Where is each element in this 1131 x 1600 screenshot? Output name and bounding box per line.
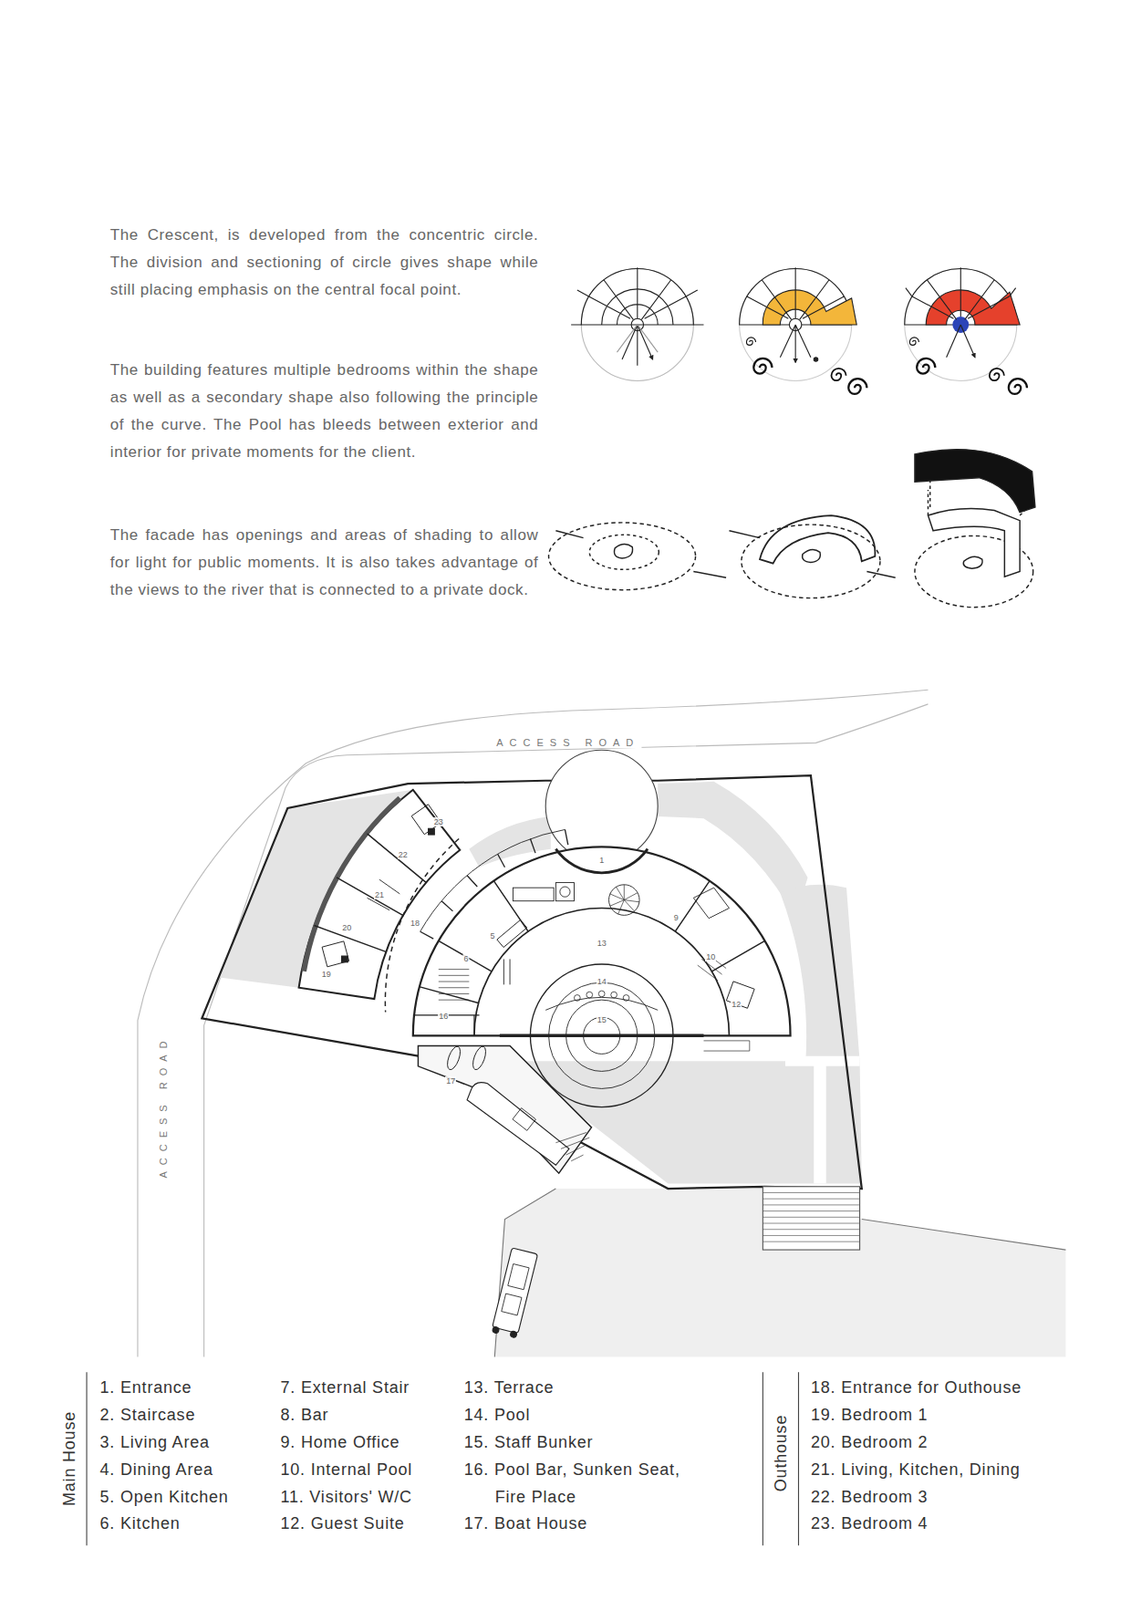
legend-item: 3. Living Area [100, 1428, 276, 1456]
legend-item: 18. Entrance for Outhouse [810, 1373, 1107, 1401]
legend-heading: Outhouse [771, 1414, 791, 1492]
legend-item: 7. External Stair [280, 1373, 456, 1401]
concept-sketch [570, 267, 704, 381]
boat-house [417, 1044, 592, 1173]
room-number: 14 [596, 976, 608, 986]
description-paragraph: The Crescent, is developed from the conc… [110, 221, 540, 304]
legend-item: 22. Bedroom 3 [810, 1483, 1107, 1511]
legend-rules [86, 1371, 799, 1546]
river [494, 1186, 1066, 1358]
room-number: 1 [598, 855, 605, 865]
legend-heading: Main House [60, 1411, 80, 1506]
legend-item: 12. Guest Suite [280, 1509, 456, 1537]
room-number: 21 [373, 890, 385, 900]
room-number: 22 [397, 850, 409, 860]
description-paragraph: The building features multiple bedrooms … [110, 356, 540, 467]
room-number: 15 [596, 1015, 608, 1025]
road-label: ACCESS ROAD [494, 736, 642, 748]
legend-item: 13. Terrace [464, 1373, 684, 1401]
legend-item: 23. Bedroom 4 [810, 1509, 1107, 1537]
legend-item: 17. Boat House [464, 1509, 684, 1537]
legend-item: 6. Kitchen [100, 1509, 276, 1537]
legend-item: 11. Visitors' W/C [280, 1483, 456, 1511]
description-paragraph: The facade has openings and areas of sha… [110, 521, 540, 604]
room-number: 12 [730, 999, 742, 1009]
room-number: 23 [433, 817, 445, 827]
room-number: 18 [409, 918, 421, 928]
legend-item: 16. Pool Bar, Sunken Seat, Fire Place [464, 1455, 684, 1511]
room-number: 19 [321, 969, 333, 979]
landscape [218, 781, 862, 1184]
road-label: ACCESS ROAD [157, 1033, 169, 1181]
legend-item: 15. Staff Bunker [464, 1428, 684, 1456]
legend-item: 10. Internal Pool [280, 1455, 456, 1484]
room-number: 5 [489, 931, 497, 941]
concept-sketch [904, 267, 1028, 395]
legend-item: 14. Pool [464, 1400, 684, 1429]
legend-item: 8. Bar [280, 1400, 456, 1429]
legend-item: 4. Dining Area [100, 1455, 276, 1484]
room-number: 20 [341, 923, 353, 933]
boat [490, 1247, 538, 1339]
room-number: 13 [596, 938, 608, 948]
entrance-court [545, 749, 658, 862]
legend-item: 5. Open Kitchen [100, 1483, 276, 1511]
access-road [137, 689, 929, 1357]
room-number: 16 [437, 1011, 449, 1021]
room-number: 6 [462, 954, 469, 964]
legend-item: 2. Staircase [100, 1400, 276, 1429]
massing-sketch [549, 449, 1036, 608]
room-number: 17 [445, 1076, 457, 1086]
legend-item: 21. Living, Kitchen, Dining [810, 1455, 1107, 1484]
room-number: 9 [673, 913, 680, 923]
site-boundary [201, 775, 862, 1189]
pier [762, 1186, 860, 1250]
room-number: 10 [705, 952, 716, 962]
legend-item: 19. Bedroom 1 [810, 1400, 1107, 1429]
legend-item: 20. Bedroom 2 [810, 1428, 1107, 1456]
legend-item: 9. Home Office [280, 1428, 456, 1456]
legend-item: 1. Entrance [100, 1373, 276, 1401]
concept-sketch [739, 267, 868, 395]
